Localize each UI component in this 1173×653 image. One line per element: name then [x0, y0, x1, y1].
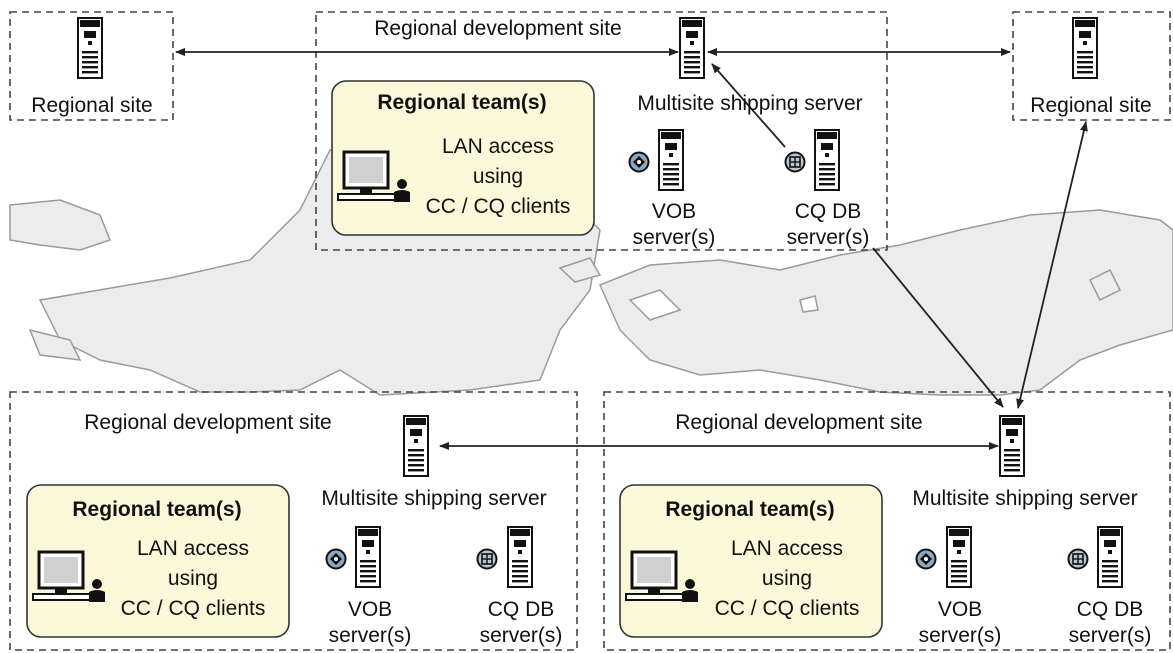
cq-label-line2-top: server(s)	[787, 226, 870, 249]
link-top-to-bottom-right	[872, 247, 1004, 408]
server-icon	[679, 17, 705, 79]
server-icon	[999, 415, 1025, 477]
vob-label-line1-top: VOB	[652, 200, 696, 223]
team-line2-top: using	[473, 165, 523, 188]
team-line3-top: CC / CQ clients	[426, 195, 571, 218]
development-site-box-top	[315, 11, 888, 251]
regional-site-box-left	[9, 11, 174, 121]
connections	[175, 48, 1088, 450]
regional-site-box-right	[1012, 11, 1171, 121]
server-icon	[77, 17, 103, 79]
team-title-bottom-right: Regional team(s)	[665, 498, 834, 521]
server-icon	[403, 415, 429, 477]
team-title-top: Regional team(s)	[377, 91, 546, 114]
shipping-server-label-bottom-left: Multisite shipping server	[321, 487, 546, 510]
development-site-box-bottom-right	[603, 391, 1171, 651]
link-right-regional-to-bottom-right	[1016, 121, 1088, 409]
server-icon	[355, 526, 381, 588]
development-site-title-bottom-right: Regional development site	[675, 411, 923, 434]
team-line3-bottom-left: CC / CQ clients	[121, 597, 266, 620]
server-icon	[946, 526, 972, 588]
cq-label-line1-bottom-left: CQ DB	[488, 598, 555, 621]
team-line2-bottom-right: using	[762, 567, 812, 590]
team-line1-top: LAN access	[442, 135, 554, 158]
team-line1-bottom-left: LAN access	[137, 537, 249, 560]
cq-label-line2-bottom-left: server(s)	[480, 624, 563, 647]
cq-label-line1-top: CQ DB	[795, 200, 862, 223]
server-icon	[658, 129, 684, 191]
server-icon	[1072, 17, 1098, 79]
development-site-title-top: Regional development site	[374, 17, 622, 40]
vob-db-icon	[325, 548, 347, 570]
regional-site-label-right: Regional site	[1030, 94, 1151, 117]
development-site-box-bottom-left	[9, 391, 578, 651]
cq-db-icon	[784, 151, 806, 173]
shipping-server-label-bottom-right: Multisite shipping server	[912, 487, 1137, 510]
vob-label-line2-top: server(s)	[633, 226, 716, 249]
vob-label-line2-bottom-right: server(s)	[919, 624, 1002, 647]
vob-label-line1-bottom-right: VOB	[938, 598, 982, 621]
vob-label-line2-bottom-left: server(s)	[329, 624, 412, 647]
cq-label-line1-bottom-right: CQ DB	[1077, 598, 1144, 621]
team-line3-bottom-right: CC / CQ clients	[715, 597, 860, 620]
development-site-title-bottom-left: Regional development site	[84, 411, 332, 434]
cq-db-icon	[476, 548, 498, 570]
link-cq-to-shipping	[711, 63, 786, 148]
shipping-server-label-top: Multisite shipping server	[637, 92, 862, 115]
cq-db-icon	[1067, 548, 1089, 570]
vob-db-icon	[628, 151, 650, 173]
regional-site-label-left: Regional site	[31, 94, 152, 117]
server-icon	[814, 129, 840, 191]
vob-label-line1-bottom-left: VOB	[348, 598, 392, 621]
cq-label-line2-bottom-right: server(s)	[1069, 624, 1152, 647]
server-icon	[1097, 526, 1123, 588]
vob-db-icon	[915, 548, 937, 570]
site-boxes	[9, 11, 1171, 651]
team-title-bottom-left: Regional team(s)	[72, 498, 241, 521]
team-line1-bottom-right: LAN access	[731, 537, 843, 560]
server-icon	[507, 526, 533, 588]
team-line2-bottom-left: using	[168, 567, 218, 590]
